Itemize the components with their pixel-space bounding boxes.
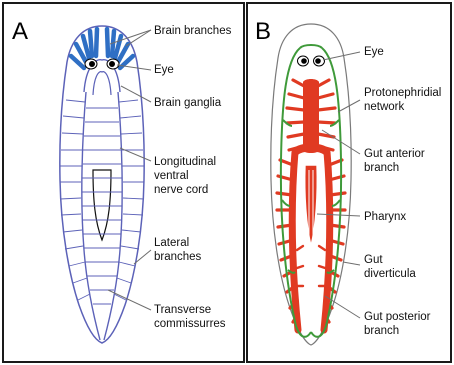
label-brain-ganglia: Brain ganglia: [154, 97, 222, 109]
panel-b-letter: B: [255, 18, 271, 45]
label-eye-b: Eye: [364, 46, 384, 58]
label-eye-a: Eye: [154, 64, 174, 76]
gut-anterior-branch: [303, 79, 319, 153]
panel-b: B: [247, 3, 451, 362]
gut-junction: [295, 148, 327, 153]
label-pharynx: Pharynx: [364, 211, 406, 223]
label-brain-branches: Brain branches: [154, 25, 232, 37]
panel-a: A: [3, 3, 244, 362]
panel-a-letter: A: [12, 18, 28, 45]
